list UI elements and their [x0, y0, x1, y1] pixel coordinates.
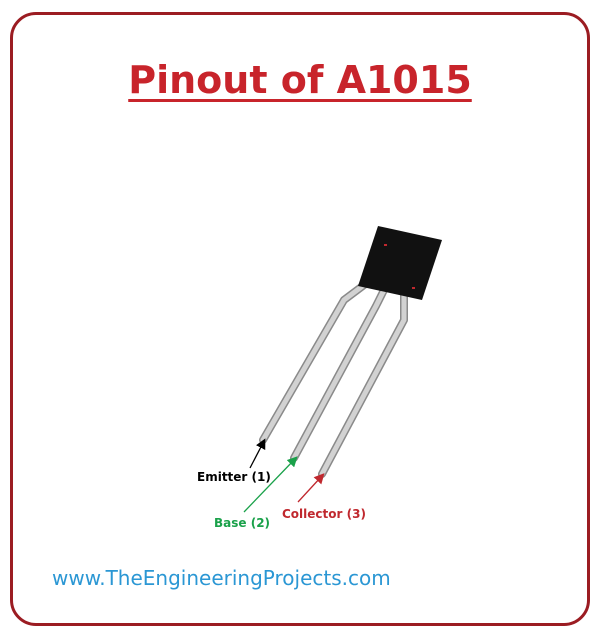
- lead-collector: [319, 289, 407, 477]
- base-label: Base (2): [214, 516, 270, 530]
- pin-mark-right: [412, 287, 415, 289]
- emitter-arrow: [249, 438, 266, 469]
- title-text: Pinout of A1015: [128, 58, 472, 102]
- transistor-package: [358, 226, 442, 300]
- collector-arrow: [297, 473, 325, 503]
- lead-base: [291, 283, 389, 461]
- transistor-body: [358, 226, 442, 300]
- page-title: Pinout of A1015: [0, 58, 600, 102]
- lead-emitter: [260, 279, 371, 443]
- transistor-leads: [259, 278, 408, 478]
- collector-label: Collector (3): [282, 507, 366, 521]
- website-link[interactable]: www.TheEngineeringProjects.com: [52, 566, 391, 590]
- content-frame: [10, 12, 590, 626]
- pin-mark-left: [384, 244, 387, 246]
- emitter-label: Emitter (1): [197, 470, 271, 484]
- base-arrow: [243, 456, 298, 513]
